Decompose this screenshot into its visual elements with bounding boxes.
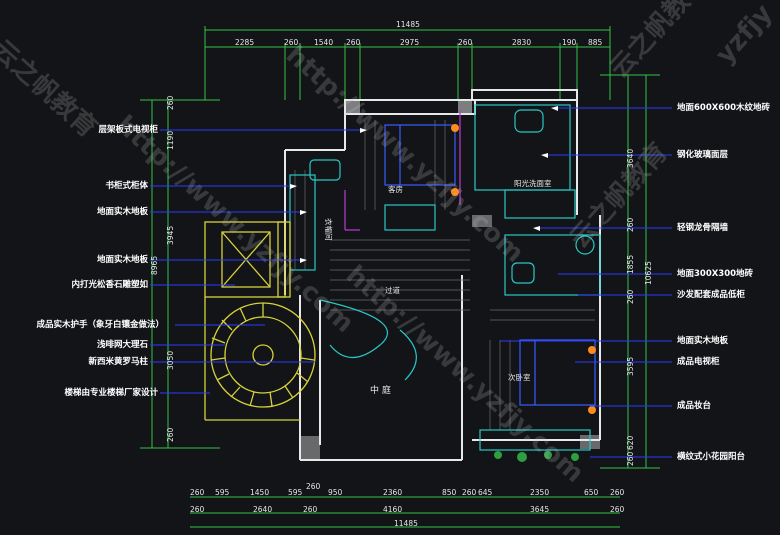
dim-right-seg: 1855	[626, 254, 635, 274]
dim-right-seg: 3595	[626, 356, 635, 376]
room-label-storage: 衣帽间	[324, 218, 333, 241]
right-label: 地面300X300地砖	[677, 269, 754, 279]
leader-lines-right	[500, 107, 672, 458]
dim-bottom-seg: 595	[215, 488, 230, 497]
dim-right-seg: 260	[626, 451, 635, 466]
beds	[384, 124, 596, 406]
room-label-garden: 中 庭	[370, 386, 391, 396]
dim-bottom-seg: 2360	[383, 488, 403, 497]
leader-lines-left	[150, 129, 360, 394]
dim-bottom-seg: 260	[190, 488, 205, 497]
dim-top-seg: 885	[588, 38, 603, 47]
dim-top-seg: 2830	[512, 38, 532, 47]
dim-left-total: 8965	[150, 255, 159, 275]
dim-bottom-seg: 260	[610, 488, 625, 497]
floor-hatch	[294, 120, 595, 430]
left-label: 楼梯由专业楼梯厂家设计	[64, 388, 158, 398]
dim-top-seg: 260	[346, 38, 361, 47]
right-label: 横纹式小花园阳台	[677, 452, 746, 462]
dim-top-seg: 260	[284, 38, 299, 47]
dim-bottom-seg: 645	[478, 488, 493, 497]
dim-right-seg: 260	[626, 217, 635, 232]
dim-bottom-seg: 260	[462, 488, 477, 497]
dim-left-seg: 260	[166, 95, 175, 110]
dim-right-seg: 260	[626, 289, 635, 304]
dim-top-total: 11485	[396, 20, 420, 29]
dim-top-seg: 2285	[235, 38, 255, 47]
dim-bottom-seg: 1450	[250, 488, 270, 497]
left-label: 地面实木地板	[96, 255, 148, 265]
room-label-hall: 过道	[385, 286, 400, 295]
right-label: 轻钢龙骨隔墙	[677, 223, 729, 233]
dim-bottom-seg: 595	[288, 488, 303, 497]
dim-bottom-total: 11485	[394, 519, 418, 528]
balcony-plants	[494, 451, 579, 462]
left-label: 内打光松香石雕塑如	[71, 280, 148, 290]
wall-hatch	[300, 100, 600, 460]
room-label-guest: 客房	[388, 185, 403, 194]
dimension-lines	[140, 26, 660, 528]
dim-bottom-seg: 4160	[383, 505, 403, 514]
dim-left-seg: 3050	[166, 350, 175, 370]
dim-bottom-seg: 3645	[530, 505, 550, 514]
fixtures	[289, 104, 601, 451]
lamps	[451, 124, 596, 414]
right-label: 沙发配套成品低柜	[677, 290, 746, 300]
right-label: 地面600X600木纹地砖	[677, 103, 771, 113]
dim-left-seg: 260	[166, 427, 175, 442]
dim-bottom-seg: 2640	[253, 505, 273, 514]
dim-right-seg: 620	[626, 435, 635, 450]
room-label-children: 次卧室	[508, 373, 531, 382]
dim-bottom-seg: 2350	[530, 488, 550, 497]
left-label: 书柜式柜体	[105, 181, 148, 191]
dim-top-seg: 190	[562, 38, 577, 47]
dim-bottom-seg: 260	[303, 505, 318, 514]
dim-left-seg: 3945	[166, 225, 175, 245]
dim-right-total: 10625	[644, 261, 653, 285]
dim-bottom-seg: 850	[442, 488, 457, 497]
dim-top-seg: 2975	[400, 38, 420, 47]
room-label-bath: 阳光洗面室	[514, 179, 552, 188]
dim-bottom-seg: 260	[610, 505, 625, 514]
left-label: 浅啡网大理石	[96, 340, 148, 350]
right-label: 钢化玻璃面层	[677, 150, 729, 160]
walls	[284, 89, 601, 461]
right-label: 地面实木地板	[677, 336, 729, 346]
right-label: 成品妆台	[677, 401, 712, 411]
arrow-markers	[290, 106, 558, 263]
right-label: 成品电视柜	[677, 357, 720, 367]
walls-glass	[344, 110, 461, 231]
left-label: 层架板式电视柜	[98, 125, 158, 135]
dim-bottom-seg: 650	[584, 488, 599, 497]
left-label: 新西米黄罗马柱	[88, 357, 148, 367]
dim-bottom-seg: 260	[306, 482, 321, 491]
left-label: 地面实木地板	[96, 207, 148, 217]
dim-bottom-seg: 950	[328, 488, 343, 497]
dim-top-seg: 1540	[314, 38, 334, 47]
left-label: 成品实木护手（象牙白镶金做法）	[36, 320, 164, 330]
dim-bottom-seg: 260	[190, 505, 205, 514]
dim-top-seg: 260	[458, 38, 473, 47]
